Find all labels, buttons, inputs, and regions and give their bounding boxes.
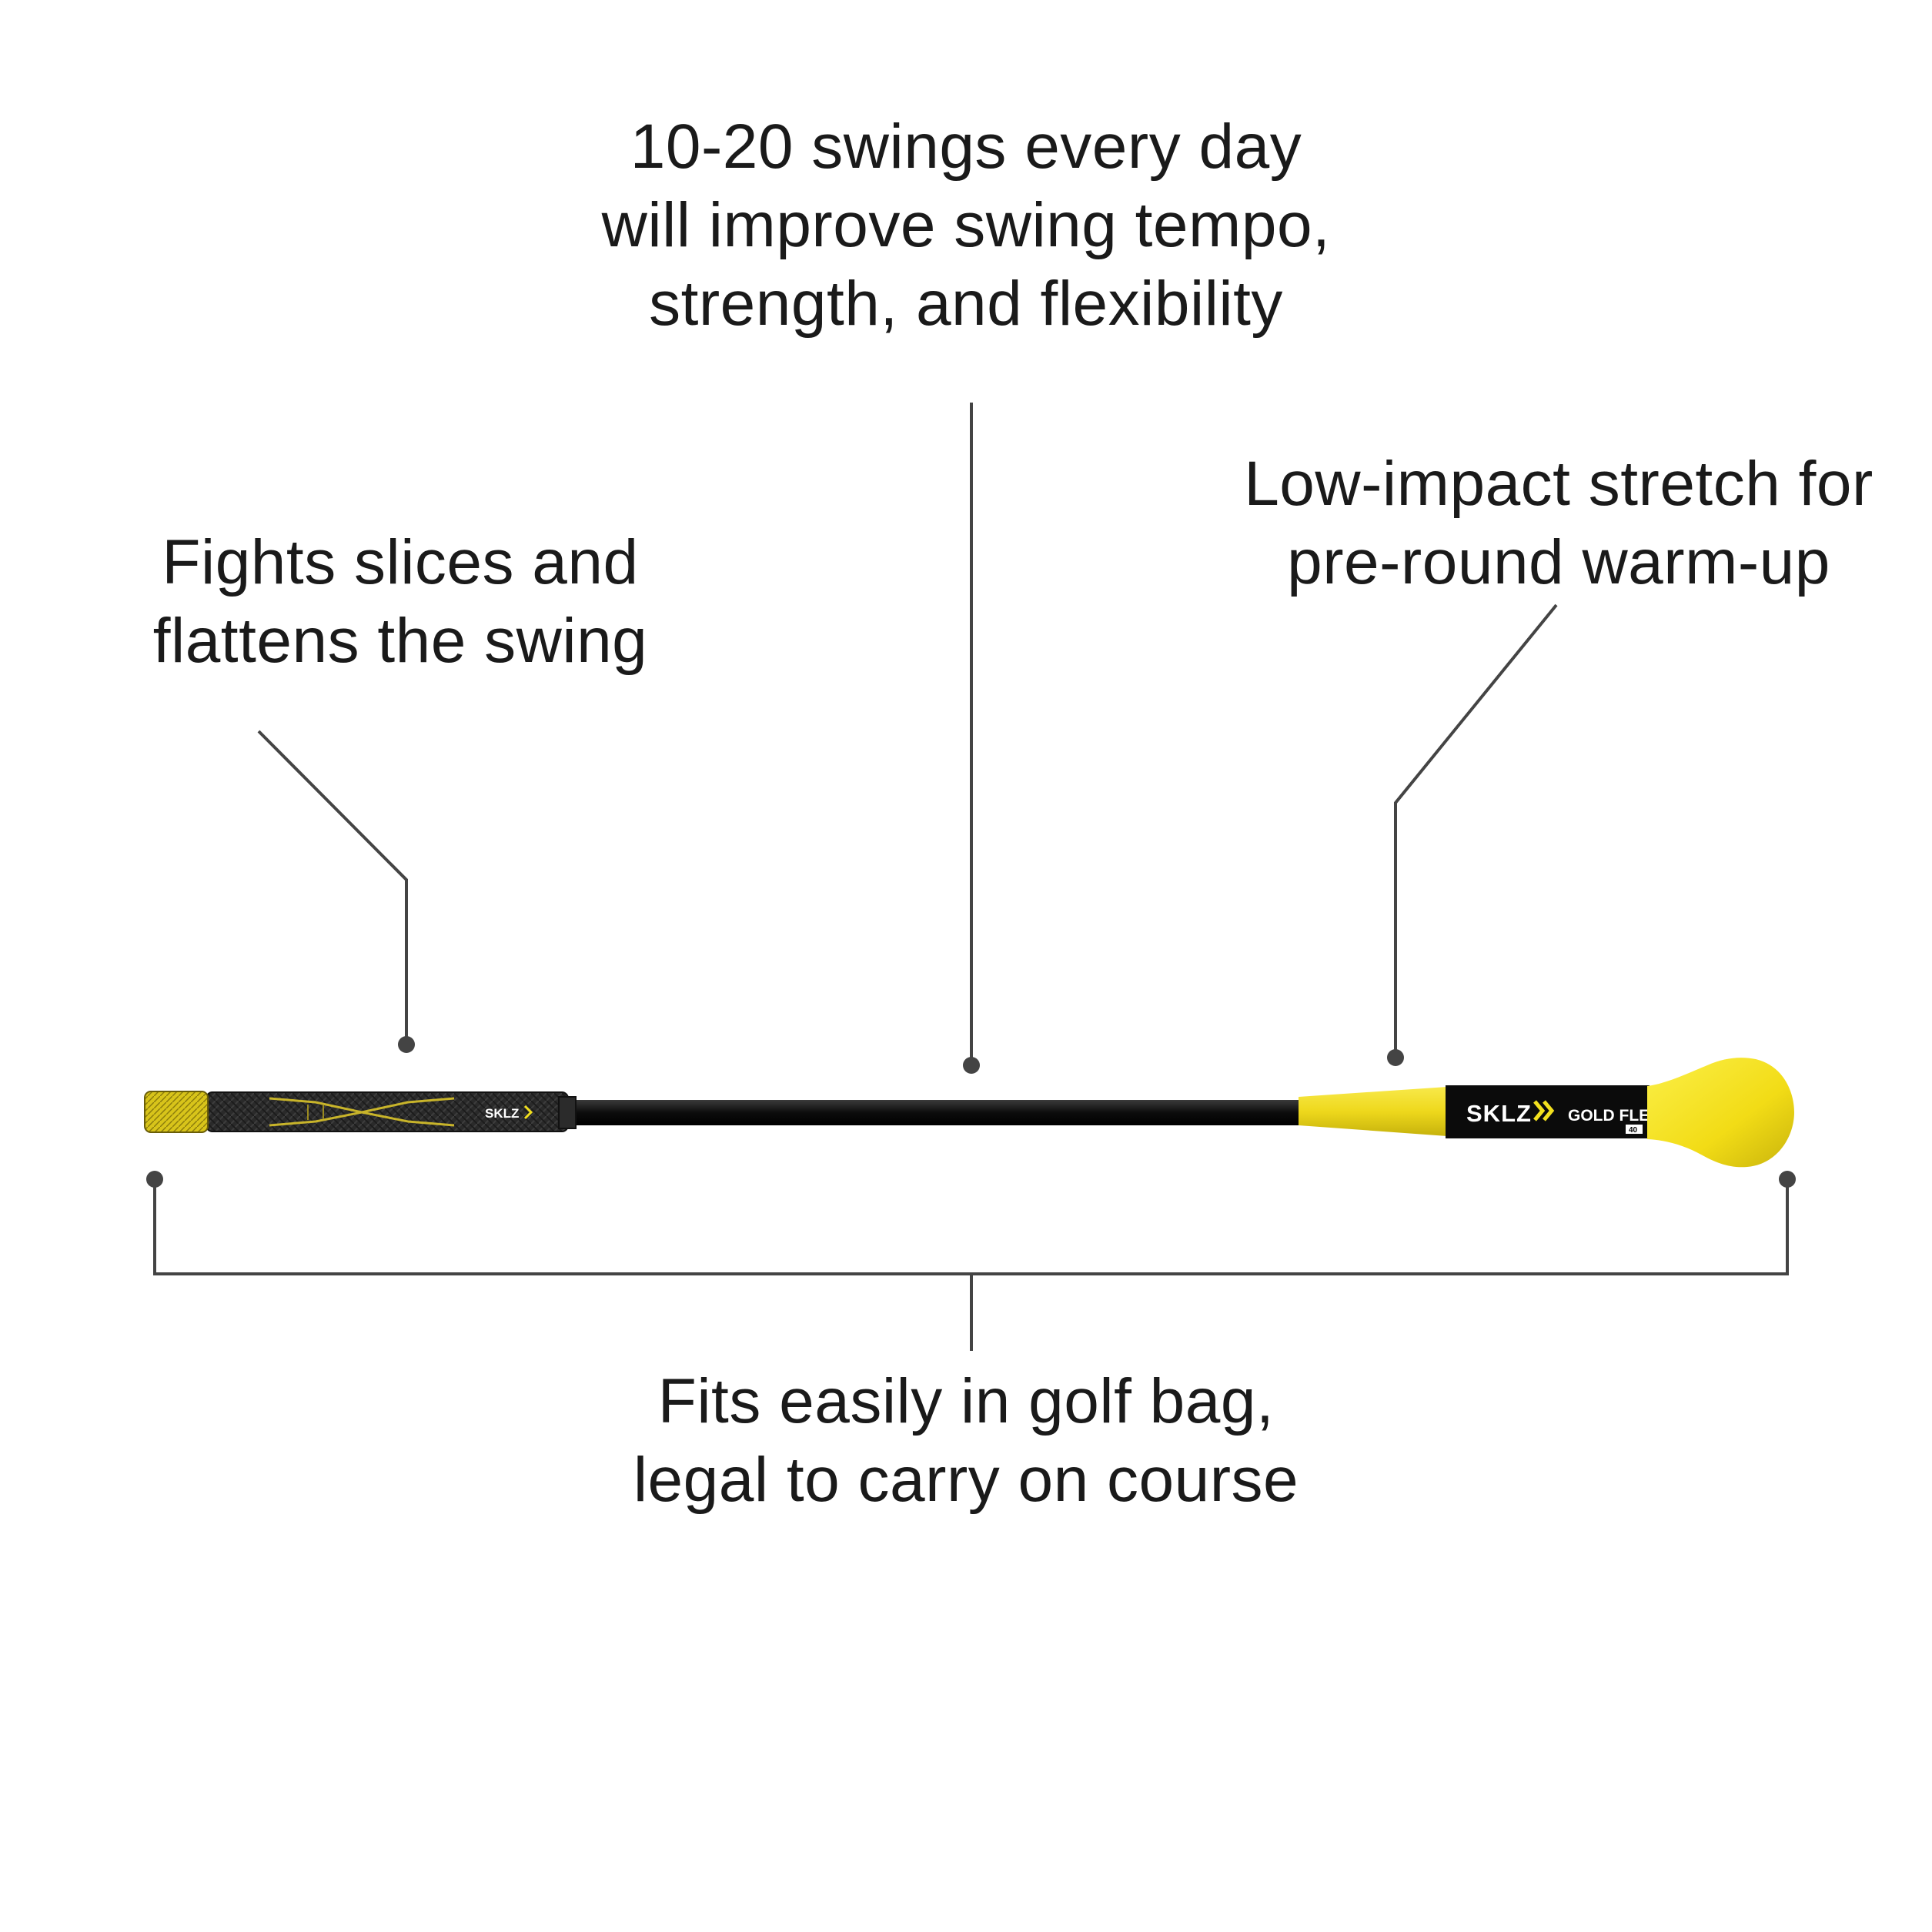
weighted-head — [1647, 1058, 1794, 1168]
leader-line-right — [1394, 603, 1558, 1057]
grip-brand-label: SKLZ — [485, 1106, 519, 1121]
dot-right — [1387, 1049, 1404, 1066]
callout-line: legal to carry on course — [633, 1445, 1299, 1515]
dot-left — [398, 1036, 415, 1053]
dot-bracket-right — [1779, 1171, 1796, 1188]
callout-fits-golf-bag: Fits easily in golf bag, legal to carry … — [504, 1362, 1428, 1519]
leader-dots — [146, 1036, 1796, 1188]
grip-end-cap — [145, 1091, 208, 1132]
callout-line: will improve swing tempo, — [601, 190, 1331, 260]
leader-lines — [153, 403, 1789, 1351]
dot-top — [963, 1057, 980, 1074]
callout-line: 10-20 swings every day — [630, 112, 1302, 182]
brand-label: SKLZ — [1466, 1100, 1532, 1127]
callout-low-impact-stretch: Low-impact stretch for pre-round warm-up — [1216, 445, 1901, 602]
callout-line: pre-round warm-up — [1287, 527, 1830, 597]
callout-line: Low-impact stretch for — [1244, 449, 1874, 519]
grip-collar — [558, 1096, 577, 1129]
callout-fights-slices: Fights slices and flattens the swing — [92, 523, 708, 680]
callout-daily-swings: 10-20 swings every day will improve swin… — [504, 108, 1428, 343]
leader-line-left — [257, 730, 408, 1045]
ferrule — [1299, 1087, 1447, 1136]
grip: SKLZ — [206, 1091, 569, 1132]
bracket-bottom — [153, 1179, 1789, 1275]
size-label: 40 — [1629, 1126, 1638, 1135]
shaft — [573, 1100, 1305, 1125]
callout-line: Fits easily in golf bag, — [657, 1366, 1275, 1436]
callout-line: flattens the swing — [152, 606, 648, 676]
callout-line: strength, and flexibility — [649, 269, 1283, 339]
model-label: GOLD FLEX — [1568, 1107, 1660, 1125]
callout-line: Fights slices and — [162, 527, 639, 597]
label-sleeve: SKLZ GOLD FLEX 40 — [1446, 1085, 1660, 1138]
swing-trainer: SKLZ SKLZ GOLD FLEX 40 — [144, 1058, 1794, 1168]
dot-bracket-left — [146, 1171, 163, 1188]
